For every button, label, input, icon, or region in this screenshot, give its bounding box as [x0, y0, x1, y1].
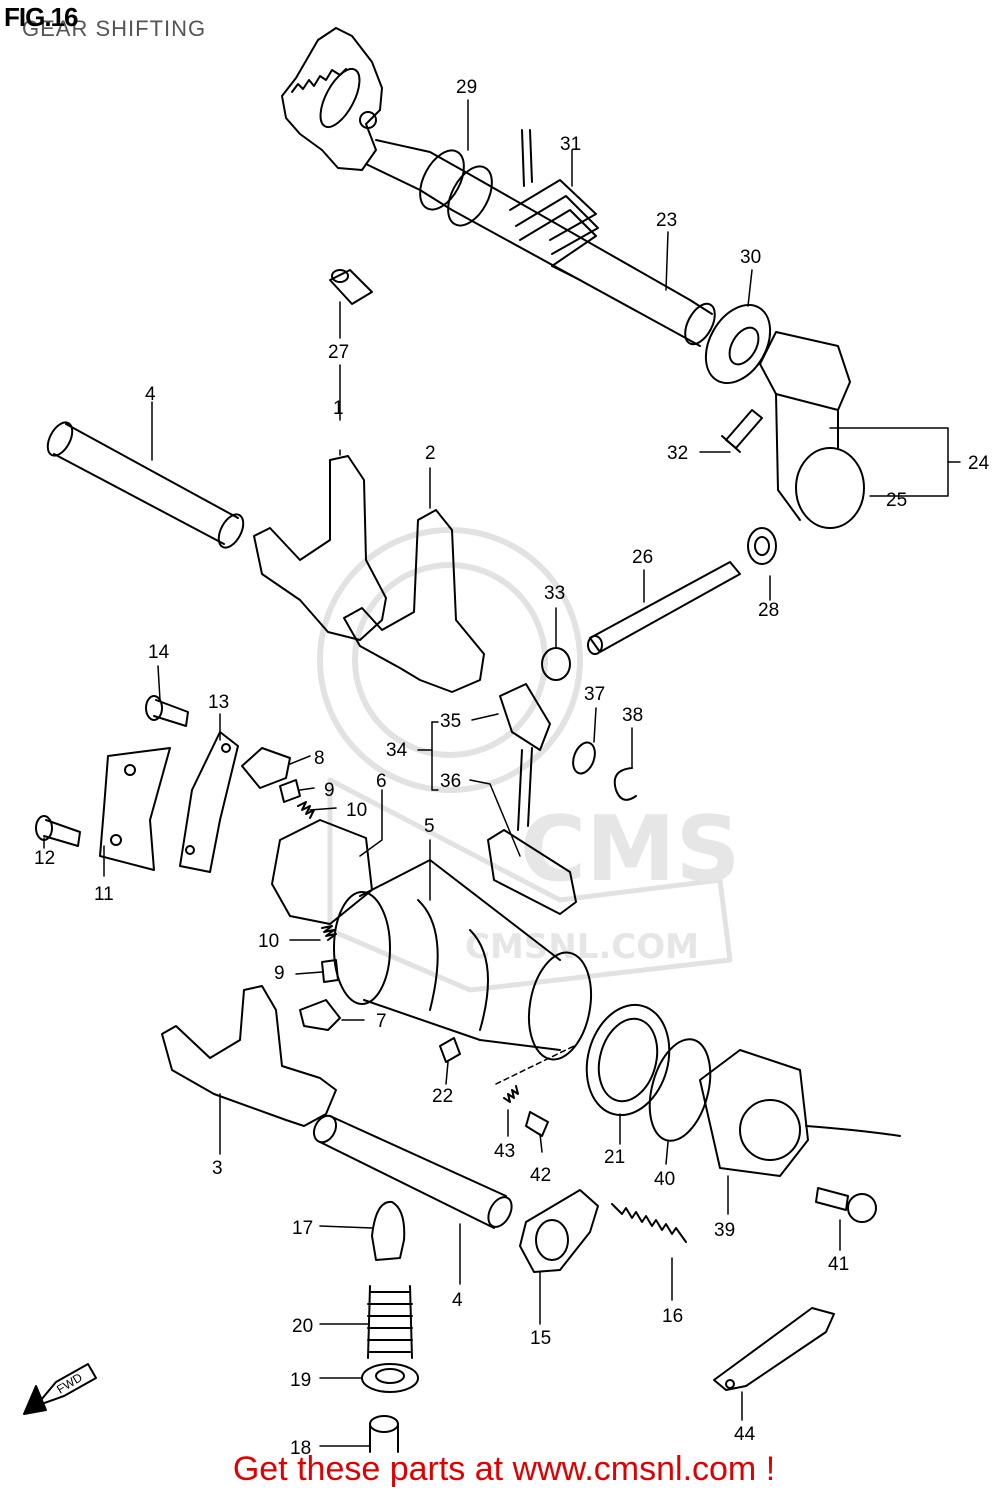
callout-1: 1 — [333, 398, 344, 419]
shift-lever-part-24 — [759, 331, 865, 529]
watermark-logo-text: CMS — [520, 797, 740, 902]
spring-part-31 — [509, 129, 599, 281]
figure-subtitle: GEAR SHIFTING — [22, 16, 207, 41]
pin-part-9-upper — [279, 779, 301, 803]
washer-part-37 — [572, 741, 596, 775]
callout-8: 8 — [314, 748, 325, 769]
spring-part-16 — [611, 1203, 687, 1243]
figure-title: FIG.16 — [4, 2, 78, 32]
callout-40: 40 — [654, 1169, 675, 1190]
callout-33: 33 — [544, 583, 565, 604]
callout-39: 39 — [714, 1220, 735, 1241]
callout-29: 29 — [456, 77, 477, 98]
bolt-part-41 — [815, 1187, 877, 1223]
callout-10-upper: 10 — [346, 800, 367, 821]
callout-44: 44 — [734, 1424, 756, 1445]
bolt-part-27 — [329, 269, 373, 305]
plate-part-11 — [99, 747, 171, 871]
callout-20: 20 — [292, 1316, 313, 1337]
callout-4-lower: 4 — [452, 1290, 463, 1311]
plug-part-18 — [369, 1415, 399, 1453]
gearshift-shaft-part-29 — [281, 27, 716, 347]
guide-part-44 — [713, 1307, 835, 1391]
bolt-part-32 — [721, 409, 763, 453]
callout-23: 23 — [656, 210, 677, 231]
callout-34: 34 — [386, 740, 408, 761]
rod-part-26 — [587, 561, 741, 655]
switch-part-39 — [699, 1049, 901, 1177]
callout-16: 16 — [662, 1306, 683, 1327]
plate-part-7 — [299, 999, 341, 1031]
shift-fork-part-1 — [253, 455, 387, 641]
shift-fork-part-2 — [343, 509, 485, 693]
nut-part-28 — [747, 527, 777, 565]
contact-part-42 — [525, 1111, 549, 1137]
callout-30: 30 — [740, 247, 761, 268]
callout-38: 38 — [622, 705, 643, 726]
callout-35: 35 — [440, 711, 461, 732]
roller-part-36 — [487, 829, 577, 915]
callout-32: 32 — [667, 443, 688, 464]
promo-banner[interactable]: Get these parts at www.cmsnl.com ! — [232, 1450, 776, 1488]
screw-part-12 — [35, 815, 81, 847]
pin-part-8 — [241, 747, 291, 789]
callout-9-lower: 9 — [274, 963, 285, 984]
callout-10-lower: 10 — [258, 931, 279, 952]
stopper-part-15 — [519, 1189, 599, 1273]
callout-15: 15 — [530, 1328, 551, 1349]
callout-17: 17 — [292, 1218, 313, 1239]
o-ring-part-40 — [648, 1038, 712, 1142]
callout-18: 18 — [290, 1438, 311, 1459]
plate-part-13 — [179, 731, 239, 873]
callout-3: 3 — [212, 1158, 223, 1179]
callout-11: 11 — [94, 884, 114, 905]
callout-2: 2 — [425, 443, 436, 464]
callout-7: 7 — [376, 1011, 387, 1032]
fork-shaft-part-4-lower — [312, 1114, 513, 1229]
callout-4-upper: 4 — [145, 384, 156, 405]
callout-28: 28 — [758, 600, 779, 621]
callout-41: 41 — [828, 1254, 849, 1275]
pin-part-9-lower — [321, 959, 339, 983]
leader-lines — [43, 99, 961, 1447]
callout-numbers: 29 31 23 30 27 4 1 2 32 24 25 26 33 28 1… — [34, 77, 990, 1459]
callout-42: 42 — [530, 1165, 551, 1186]
spring-part-10-lower — [321, 925, 337, 941]
callout-36: 36 — [440, 771, 461, 792]
arm-part-35 — [499, 683, 551, 831]
forward-arrow-icon — [23, 1363, 97, 1415]
watermark — [317, 527, 733, 993]
callout-24: 24 — [968, 453, 990, 474]
screw-part-14 — [145, 695, 189, 727]
callout-27: 27 — [328, 342, 349, 363]
callout-25: 25 — [886, 490, 907, 511]
callout-19: 19 — [290, 1370, 311, 1391]
fork-shaft-part-4-upper — [46, 421, 245, 549]
callout-31: 31 — [560, 134, 581, 155]
callout-13: 13 — [208, 692, 229, 713]
callout-9-upper: 9 — [324, 780, 335, 801]
pin-part-22 — [439, 1037, 461, 1063]
callout-37: 37 — [584, 684, 605, 705]
callout-22: 22 — [432, 1086, 453, 1107]
callout-21: 21 — [604, 1147, 625, 1168]
callout-26: 26 — [632, 547, 653, 568]
spring-part-20 — [367, 1285, 413, 1359]
callout-5: 5 — [424, 816, 435, 837]
gasket-part-21 — [585, 1003, 671, 1117]
callout-14: 14 — [148, 642, 170, 663]
shift-cam-part-6 — [271, 819, 373, 925]
callout-6: 6 — [376, 771, 387, 792]
circlip-part-38 — [613, 767, 637, 801]
shift-fork-part-3 — [161, 985, 337, 1127]
callout-43: 43 — [494, 1141, 515, 1162]
callout-12: 12 — [34, 848, 55, 869]
plug-part-17 — [371, 1200, 406, 1261]
spring-part-43 — [503, 1085, 519, 1103]
washer-part-19 — [361, 1363, 419, 1393]
